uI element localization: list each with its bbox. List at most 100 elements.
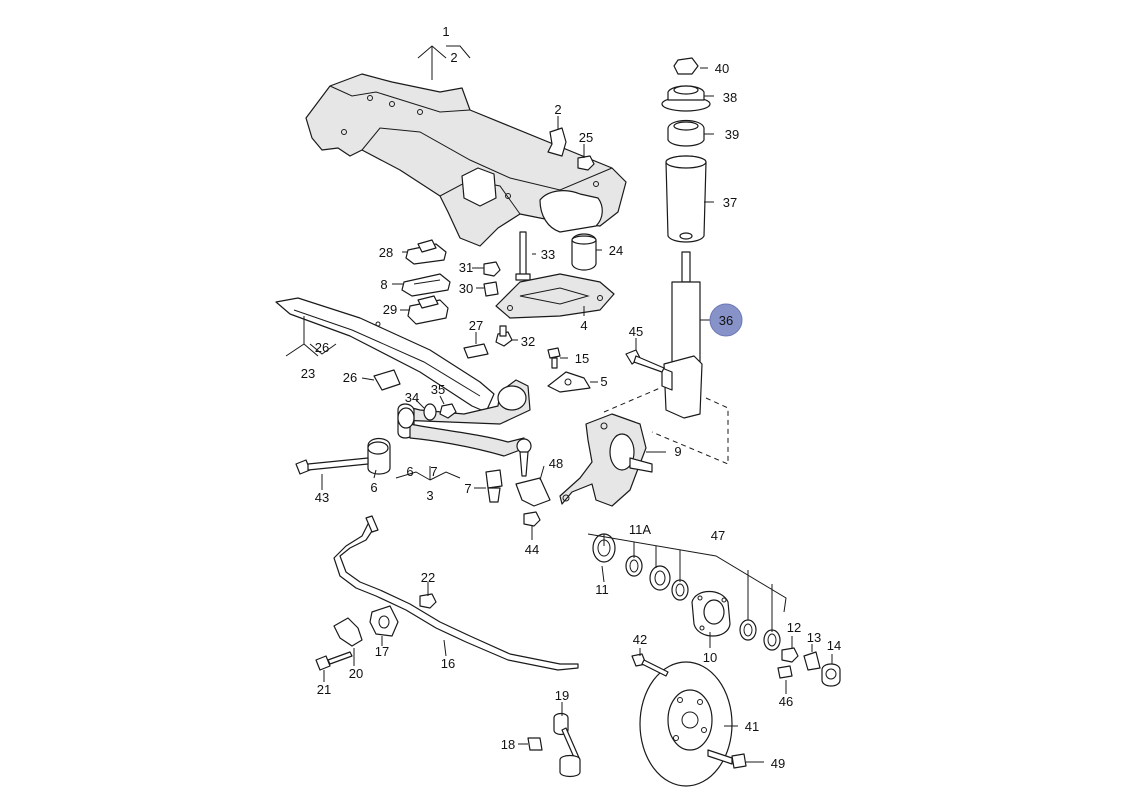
callout-16[interactable]: 16: [441, 656, 455, 671]
callout-44[interactable]: 44: [525, 542, 539, 557]
nut-40-part[interactable]: [673, 57, 699, 75]
callout-15[interactable]: 15: [575, 351, 589, 366]
clamp-20-part[interactable]: [333, 617, 363, 647]
bolt-42-part[interactable]: [631, 653, 669, 677]
callout-13[interactable]: 13: [807, 630, 821, 645]
boot-37-part[interactable]: [665, 155, 707, 243]
nut-12-part[interactable]: [781, 647, 799, 663]
pad-27-part[interactable]: [463, 343, 489, 359]
washer-13-part[interactable]: [803, 651, 821, 671]
nut-35-part[interactable]: [439, 403, 457, 419]
callout-49[interactable]: 49: [771, 756, 785, 771]
callout-27[interactable]: 27: [469, 318, 483, 333]
callout-21[interactable]: 21: [317, 682, 331, 697]
bolt-32-part[interactable]: [495, 325, 513, 347]
callout-22[interactable]: 22: [421, 570, 435, 585]
seal-part[interactable]: [671, 579, 689, 601]
callout-19[interactable]: 19: [555, 688, 569, 703]
bracket-48-part[interactable]: [515, 477, 551, 507]
callout-20[interactable]: 20: [349, 666, 363, 681]
nut-44-part[interactable]: [523, 511, 541, 527]
pad-28-part[interactable]: [405, 239, 447, 265]
callout-31[interactable]: 31: [459, 260, 473, 275]
bolt-49-part[interactable]: [707, 749, 747, 769]
callout-25[interactable]: 25: [579, 130, 593, 145]
highlight-callout-36[interactable]: 36: [709, 303, 743, 337]
ring-11a-part[interactable]: [625, 555, 643, 577]
callout-2[interactable]: 2: [450, 50, 457, 65]
callout-43[interactable]: 43: [315, 490, 329, 505]
plate-4-part[interactable]: [495, 273, 615, 319]
callout-11a[interactable]: 11A: [629, 522, 651, 537]
bracket-5-part[interactable]: [547, 371, 591, 393]
bolt-7-part[interactable]: [485, 469, 503, 503]
bolt-43-part[interactable]: [295, 457, 369, 475]
ring-part[interactable]: [739, 619, 757, 641]
bearing-39-part[interactable]: [667, 119, 705, 147]
callout-24[interactable]: 24: [609, 243, 623, 258]
callout-33[interactable]: 33: [541, 247, 555, 262]
callout-34[interactable]: 34: [405, 390, 419, 405]
callout-8[interactable]: 8: [380, 277, 387, 292]
shock-absorber-36-part[interactable]: [661, 251, 703, 419]
bolt-46-part[interactable]: [777, 665, 793, 679]
callout-45[interactable]: 45: [629, 324, 643, 339]
callout-17[interactable]: 17: [375, 644, 389, 659]
callout-23[interactable]: 23: [301, 366, 315, 381]
callout-32[interactable]: 32: [521, 334, 535, 349]
callout-38[interactable]: 38: [723, 90, 737, 105]
callout-48[interactable]: 48: [549, 456, 563, 471]
callout-1[interactable]: 1: [442, 24, 449, 39]
callout-29[interactable]: 29: [383, 302, 397, 317]
callout-30[interactable]: 30: [459, 281, 473, 296]
callout-35[interactable]: 35: [431, 382, 445, 397]
bushing-6-part[interactable]: [367, 437, 391, 475]
washer-34-part[interactable]: [423, 403, 437, 421]
callout-4[interactable]: 4: [580, 318, 587, 333]
callout-3[interactable]: 3: [426, 488, 433, 503]
nut-part[interactable]: [577, 155, 595, 171]
callout-2-bracket[interactable]: 2: [554, 102, 561, 117]
link-rod-19-part[interactable]: [553, 712, 581, 778]
pad-29-part[interactable]: [407, 295, 449, 325]
callout-40[interactable]: 40: [715, 61, 729, 76]
cap-14-part[interactable]: [821, 663, 841, 687]
bushing-30-part[interactable]: [483, 281, 499, 297]
callout-42[interactable]: 42: [633, 632, 647, 647]
callout-6-bushing[interactable]: 6: [370, 480, 377, 495]
pad-26-part[interactable]: [373, 369, 401, 391]
callout-11[interactable]: 11: [595, 582, 609, 597]
callout-6[interactable]: 6: [406, 464, 413, 479]
subframe-part[interactable]: [305, 73, 627, 247]
nut-31-part[interactable]: [483, 261, 501, 277]
callout-28[interactable]: 28: [379, 245, 393, 260]
callout-9[interactable]: 9: [674, 444, 681, 459]
bearing-2-part[interactable]: [763, 629, 781, 651]
bolt-45-part[interactable]: [625, 349, 665, 373]
ball-joint-part[interactable]: [516, 438, 532, 477]
callout-41[interactable]: 41: [745, 719, 759, 734]
brake-disc-41-part[interactable]: [639, 661, 733, 787]
bolt-21-part[interactable]: [315, 651, 353, 671]
bearing-part[interactable]: [649, 565, 671, 591]
wheel-hub-10-part[interactable]: [691, 590, 731, 637]
callout-39[interactable]: 39: [725, 127, 739, 142]
callout-47[interactable]: 47: [711, 528, 725, 543]
mount-24-part[interactable]: [571, 233, 597, 271]
steering-knuckle-part[interactable]: [559, 413, 653, 507]
callout-5[interactable]: 5: [600, 374, 607, 389]
callout-14[interactable]: 14: [827, 638, 841, 653]
bolt-33-part[interactable]: [515, 231, 531, 281]
bracket-part[interactable]: [547, 127, 567, 157]
pad-8-part[interactable]: [401, 273, 451, 297]
rubber-mount-17-part[interactable]: [369, 605, 399, 637]
mount-38-part[interactable]: [661, 85, 711, 112]
callout-26-pad[interactable]: 26: [343, 370, 357, 385]
callout-37[interactable]: 37: [723, 195, 737, 210]
callout-46[interactable]: 46: [779, 694, 793, 709]
stabilizer-bar-16-part[interactable]: [333, 515, 579, 671]
leaf-spring-part[interactable]: [275, 297, 495, 413]
callout-18[interactable]: 18: [501, 737, 515, 752]
callout-10[interactable]: 10: [703, 650, 717, 665]
bushing-18-part[interactable]: [527, 737, 543, 751]
